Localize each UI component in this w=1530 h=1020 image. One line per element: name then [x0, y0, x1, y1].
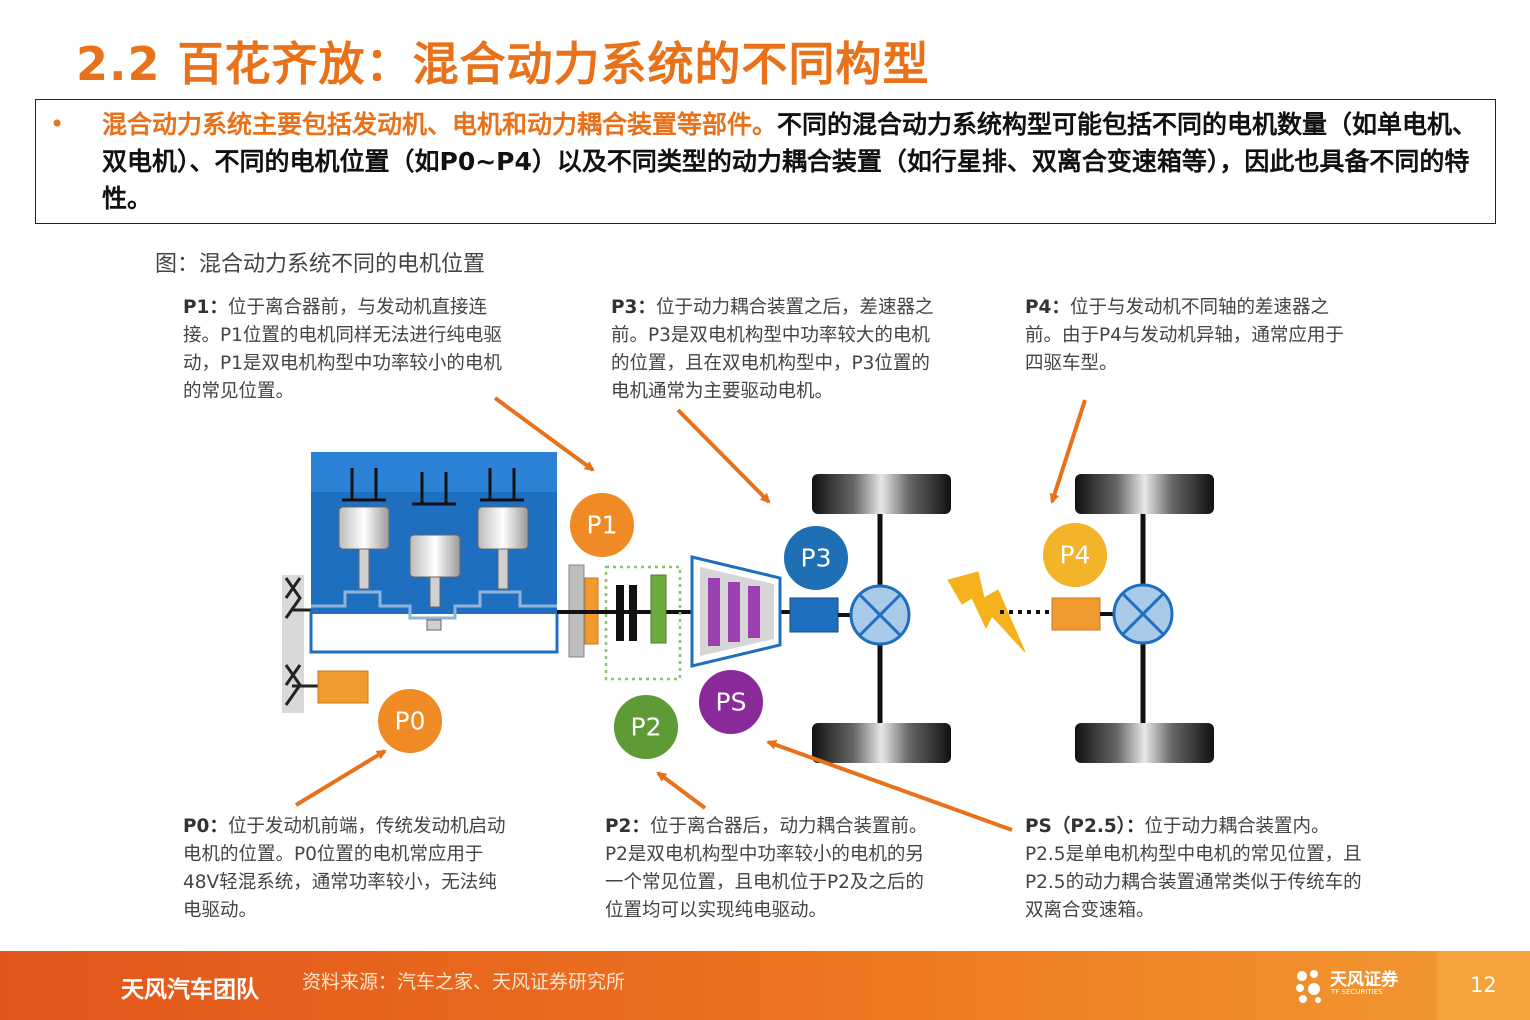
badge-p4-label: P4: [1060, 541, 1091, 570]
arrow-p1: [493, 396, 595, 472]
annotation-p0-label: P0：: [183, 816, 228, 837]
p2-motor: [650, 574, 667, 644]
company-logo-icon: [1296, 970, 1321, 1003]
p4-motor: [1051, 597, 1101, 631]
p2-zone: [604, 565, 682, 681]
footer-source: 资料来源：汽车之家、天风证券研究所: [302, 971, 626, 993]
page-title: 2.2 百花齐放：混合动力系统的不同构型: [76, 37, 930, 91]
badge-p2: P2: [612, 693, 680, 761]
annotation-p2-label: P2：: [605, 816, 650, 837]
arrow-p4: [1049, 399, 1087, 504]
footer-bar: 天风汽车团队 资料来源：汽车之家、天风证券研究所 天风证券 TF SECURIT…: [0, 951, 1530, 1020]
annotation-p4-label: P4：: [1025, 297, 1070, 318]
clutch-plate-1: [616, 585, 624, 641]
gearbox: [690, 555, 782, 668]
summary-text: 混合动力系统主要包括发动机、电机和动力耦合装置等部件。不同的混合动力系统构型可能…: [102, 106, 1487, 217]
annotation-p4: P4：位于与发动机不同轴的差速器之前。由于P4与发动机异轴，通常应用于四驱车型。: [1025, 294, 1355, 378]
rear-axle: [1075, 474, 1214, 763]
footer-brand-sub: TF SECURITIES: [1331, 988, 1383, 996]
annotation-ps: PS（P2.5）：位于动力耦合装置内。P2.5是单电机构型中电机的常见位置，且P…: [1025, 813, 1365, 925]
lightning-icon: [947, 571, 1026, 653]
annotation-ps-label: PS（P2.5）：: [1025, 816, 1145, 837]
p3-motor: [789, 597, 839, 633]
annotation-p4-text: 位于与发动机不同轴的差速器之前。由于P4与发动机异轴，通常应用于四驱车型。: [1025, 297, 1344, 374]
summary-highlight: 混合动力系统主要包括发动机、电机和动力耦合装置等部件。: [102, 110, 778, 139]
badge-p1: P1: [568, 491, 636, 559]
annotation-p3-text: 位于动力耦合装置之后，差速器之前。P3是双电机构型中功率较大的电机的位置，且在双…: [611, 297, 934, 402]
bullet: •: [50, 110, 65, 138]
engine-block: [309, 452, 559, 654]
annotation-p1: P1：位于离合器前，与发动机直接连接。P1位置的电机同样无法进行纯电驱动，P1是…: [183, 294, 513, 406]
annotation-ps-text: 位于动力耦合装置内。P2.5是单电机构型中电机的常见位置，且P2.5的动力耦合装…: [1025, 816, 1362, 921]
badge-p0: P0: [376, 687, 444, 755]
badge-ps-label: PS: [716, 688, 747, 717]
p0-motor: [317, 670, 369, 704]
badge-p3-label: P3: [801, 544, 832, 573]
annotation-p2-text: 位于离合器后，动力耦合装置前。P2是双电机构型中功率较小的电机的另一个常见位置，…: [605, 816, 928, 921]
figure-caption: 图：混合动力系统不同的电机位置: [155, 252, 486, 277]
annotation-p1-label: P1：: [183, 297, 228, 318]
front-axle: [812, 474, 951, 763]
annotation-p3: P3：位于动力耦合装置之后，差速器之前。P3是双电机构型中功率较大的电机的位置，…: [611, 294, 941, 406]
summary-box: • 混合动力系统主要包括发动机、电机和动力耦合装置等部件。不同的混合动力系统构型…: [35, 99, 1496, 224]
page-number: 12: [1470, 973, 1497, 997]
annotation-p0-text: 位于发动机前端，传统发动机启动电机的位置。P0位置的电机常应用于48V轻混系统，…: [183, 816, 506, 921]
summary-body: 不同的混合动力系统构型可能包括不同的电机数量（如单电机、双电机）、不同的电机位置…: [102, 110, 1478, 213]
badge-p2-label: P2: [631, 713, 662, 742]
annotation-p1-text: 位于离合器前，与发动机直接连接。P1位置的电机同样无法进行纯电驱动，P1是双电机…: [183, 297, 502, 402]
arrow-ps: [766, 740, 1013, 832]
badge-ps: PS: [697, 668, 765, 736]
badge-p0-label: P0: [395, 707, 426, 736]
annotation-p0: P0：位于发动机前端，传统发动机启动电机的位置。P0位置的电机常应用于48V轻混…: [183, 813, 513, 925]
arrow-p2: [656, 771, 707, 810]
badge-p4: P4: [1041, 521, 1109, 589]
footer-team: 天风汽车团队: [121, 977, 259, 1003]
page-number-box: [1437, 951, 1530, 1020]
clutch-plate-2: [629, 585, 637, 641]
arrow-p0: [294, 749, 387, 807]
badge-p3: P3: [782, 524, 850, 592]
badge-p1-label: P1: [587, 511, 618, 540]
footer-brand: 天风证券: [1330, 970, 1398, 990]
annotation-p2: P2：位于离合器后，动力耦合装置前。P2是双电机构型中功率较小的电机的另一个常见…: [605, 813, 935, 925]
front-pulley-bracket: [282, 575, 325, 713]
arrow-p3: [676, 408, 771, 504]
annotation-p3-label: P3：: [611, 297, 656, 318]
